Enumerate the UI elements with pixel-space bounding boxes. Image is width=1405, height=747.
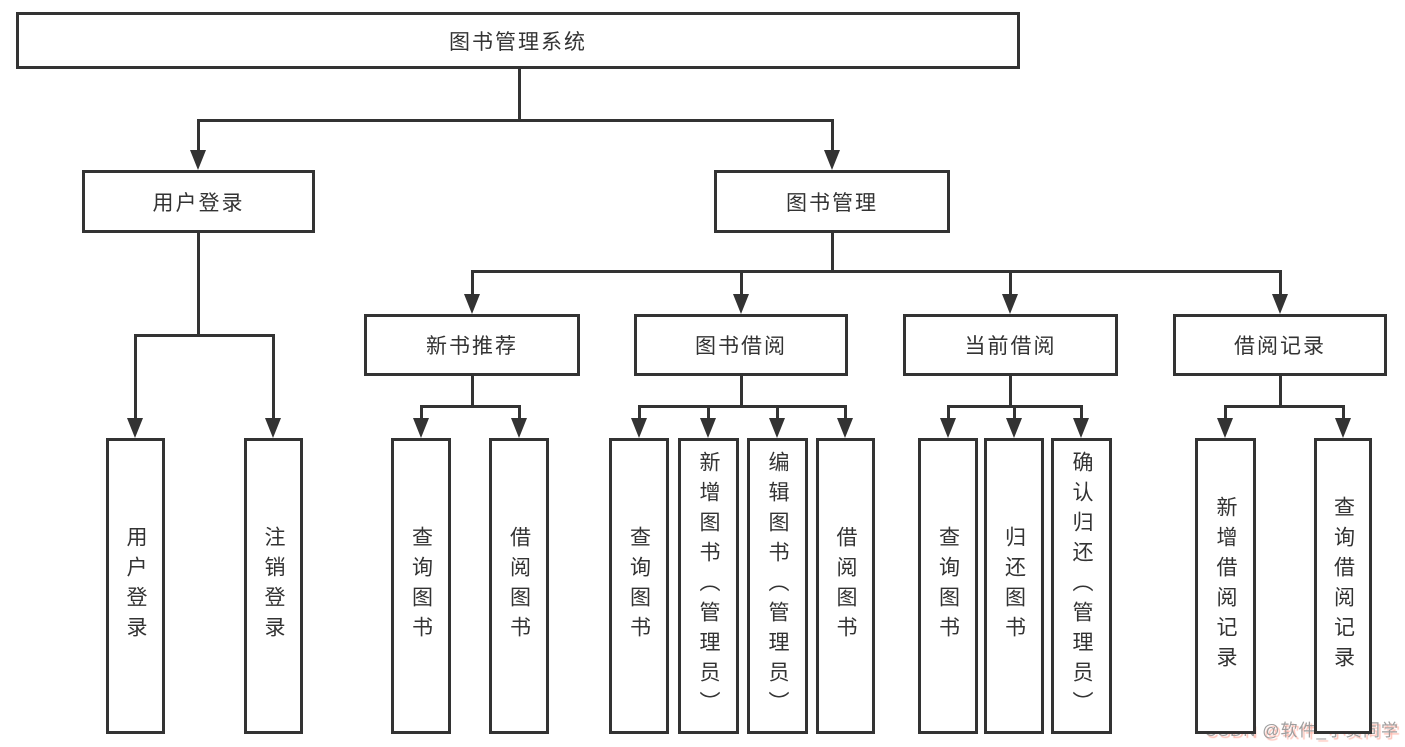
connector-line [419,404,521,408]
connector-line [470,271,474,297]
node-leaf-confirm-return-admin: 确认归还（管理员） [1051,438,1112,734]
arrowhead-down-icon [413,418,429,438]
connector-line [517,406,521,421]
node-borrowing-records: 借阅记录 [1173,314,1387,376]
arrowhead-down-icon [1006,418,1022,438]
arrowhead-down-icon [824,150,840,170]
node-new-book-recommend: 新书推荐 [364,314,580,376]
arrowhead-down-icon [1073,418,1089,438]
connector-line [1079,406,1083,421]
node-leaf-borrow-books-2: 借阅图书 [816,438,875,734]
arrowhead-down-icon [1217,418,1233,438]
node-leaf-edit-book-admin: 编辑图书（管理员） [747,438,808,734]
connector-line [196,118,834,122]
node-leaf-borrow-books-1: 借阅图书 [489,438,549,734]
arrowhead-down-icon [700,418,716,438]
arrowhead-down-icon [1335,418,1351,438]
connector-line [470,269,1282,273]
connector-line [196,120,200,153]
connector-line [1223,406,1227,421]
connector-line [196,233,200,336]
node-leaf-query-books-3: 查询图书 [918,438,978,734]
node-leaf-query-borrow-record: 查询借阅记录 [1314,438,1372,734]
connector-line [470,376,474,407]
arrowhead-down-icon [1002,294,1018,314]
arrowhead-down-icon [127,418,143,438]
connector-line [706,406,710,421]
arrowhead-down-icon [190,150,206,170]
connector-line [830,120,834,153]
connector-line [1008,271,1012,297]
arrowhead-down-icon [1272,294,1288,314]
arrowhead-down-icon [769,418,785,438]
connector-line [133,335,137,421]
connector-line [1278,271,1282,297]
connector-line [1012,406,1016,421]
node-current-borrowing: 当前借阅 [903,314,1118,376]
connector-line [637,404,847,408]
connector-line [419,406,423,421]
connector-line [517,69,521,121]
connector-line [775,406,779,421]
node-leaf-add-book-admin: 新增图书（管理员） [678,438,739,734]
connector-line [830,233,834,272]
node-leaf-return-book: 归还图书 [984,438,1044,734]
arrowhead-down-icon [733,294,749,314]
connector-line [946,406,950,421]
arrowhead-down-icon [464,294,480,314]
connector-line [843,406,847,421]
node-leaf-add-borrow-record: 新增借阅记录 [1195,438,1256,734]
connector-line [739,376,743,407]
connector-line [637,406,641,421]
arrowhead-down-icon [940,418,956,438]
arrowhead-down-icon [511,418,527,438]
arrowhead-down-icon [837,418,853,438]
node-leaf-query-books-2: 查询图书 [609,438,669,734]
node-leaf-user-login: 用户登录 [106,438,165,734]
node-root-system: 图书管理系统 [16,12,1020,69]
connector-line [271,335,275,421]
node-book-borrowing: 图书借阅 [634,314,848,376]
connector-line [1008,376,1012,407]
connector-line [1341,406,1345,421]
node-user-login-group: 用户登录 [82,170,315,233]
arrowhead-down-icon [265,418,281,438]
connector-line [1223,404,1345,408]
connector-line [1278,376,1282,407]
connector-line [133,333,275,337]
node-leaf-logout: 注销登录 [244,438,303,734]
node-book-management-group: 图书管理 [714,170,950,233]
arrowhead-down-icon [631,418,647,438]
connector-line [739,271,743,297]
node-leaf-query-books-1: 查询图书 [391,438,451,734]
